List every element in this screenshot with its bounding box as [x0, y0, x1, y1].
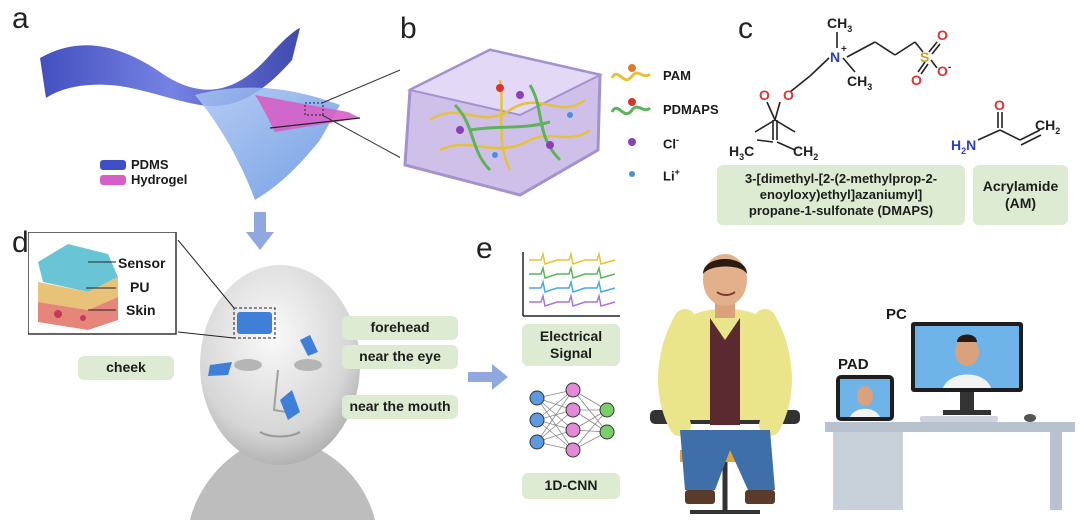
dmaps-name-box: 3-[dimethyl-[2-(2-methylprop-2- enoyloxy… [717, 165, 965, 225]
eye-sensor [300, 335, 318, 356]
am-o-label: O [994, 97, 1005, 113]
location-cheek-label: cheek [78, 356, 174, 380]
legend-pdms-label: PDMS [131, 157, 169, 172]
right-arrow-icon [468, 364, 508, 390]
forehead-sensor [237, 312, 272, 334]
legend-hydrogel-label: Hydrogel [131, 172, 188, 187]
location-eye-label: near the eye [342, 345, 458, 369]
ch3-right-label: CH [847, 73, 867, 89]
neural-network-icon [529, 382, 615, 458]
ester-o-label: O [783, 87, 794, 103]
s-atom-label: S [920, 49, 929, 65]
location-mouth-label: near the mouth [342, 395, 458, 419]
svg-text:CH3: CH3 [847, 73, 872, 92]
hydrogel-block-diagram [403, 48, 603, 197]
h3c-label: H [729, 143, 739, 159]
svg-text:CH2: CH2 [1035, 117, 1060, 136]
pc-device-label: PC [886, 306, 907, 323]
pdms-swatch [100, 160, 126, 170]
n-atom-label: N [830, 49, 840, 65]
panel-a-diagram [40, 28, 400, 200]
sensor-layer-label: Sensor [118, 255, 166, 271]
panel-b-legend-icons [610, 64, 652, 177]
tablet-device [836, 375, 894, 421]
svg-text:CH3: CH3 [827, 15, 852, 34]
pad-device-label: PAD [838, 356, 869, 373]
svg-text:-: - [948, 62, 951, 73]
svg-text:+: + [841, 44, 847, 55]
panel-label-b: b [400, 12, 417, 45]
pdms-ribbon [40, 28, 300, 107]
am-name-box: Acrylamide (AM) [973, 165, 1068, 225]
legend-cl-label: Cl- [663, 135, 679, 152]
legend-pam-label: PAM [663, 68, 691, 83]
down-arrow-icon [246, 212, 274, 250]
ch3-top-label: CH [827, 15, 847, 31]
head-model [177, 240, 375, 520]
panel-label-a: a [12, 2, 29, 35]
hydrogel-swatch [100, 175, 126, 185]
pu-layer-label: PU [130, 279, 150, 295]
svg-text:O: O [937, 63, 948, 79]
mouth-sensor [280, 390, 300, 420]
avatar-person [650, 254, 800, 514]
panel-label-e: e [476, 232, 493, 265]
svg-text:O: O [937, 27, 948, 43]
svg-text:H2N: H2N [951, 137, 976, 156]
panel-label-d: d [12, 226, 29, 259]
skin-layer-label: Skin [126, 302, 156, 318]
ch2-label: CH [793, 143, 813, 159]
svg-text:H3C: H3C [729, 143, 754, 162]
carbonyl-o-label: O [759, 87, 770, 103]
legend-pdmaps-label: PDMAPS [663, 102, 719, 117]
hydrogel-strip [255, 95, 360, 132]
location-forehead-label: forehead [342, 316, 458, 340]
cnn-label: 1D-CNN [522, 473, 620, 499]
cheek-sensor [208, 362, 232, 376]
svg-text:O: O [911, 72, 922, 88]
am-ch2-label: CH [1035, 117, 1055, 133]
legend-li-label: Li+ [663, 167, 680, 184]
h2n-label: H [951, 137, 961, 153]
panel-label-c: c [738, 12, 753, 45]
desktop-setup [825, 322, 1075, 510]
svg-text:CH2: CH2 [793, 143, 818, 162]
skin-layer-inset [28, 232, 177, 335]
chemical-structures: CH3 N + CH3 O O S O O O - H3C CH2 O H2N … [729, 15, 1060, 162]
signal-plot-icon [522, 251, 620, 317]
